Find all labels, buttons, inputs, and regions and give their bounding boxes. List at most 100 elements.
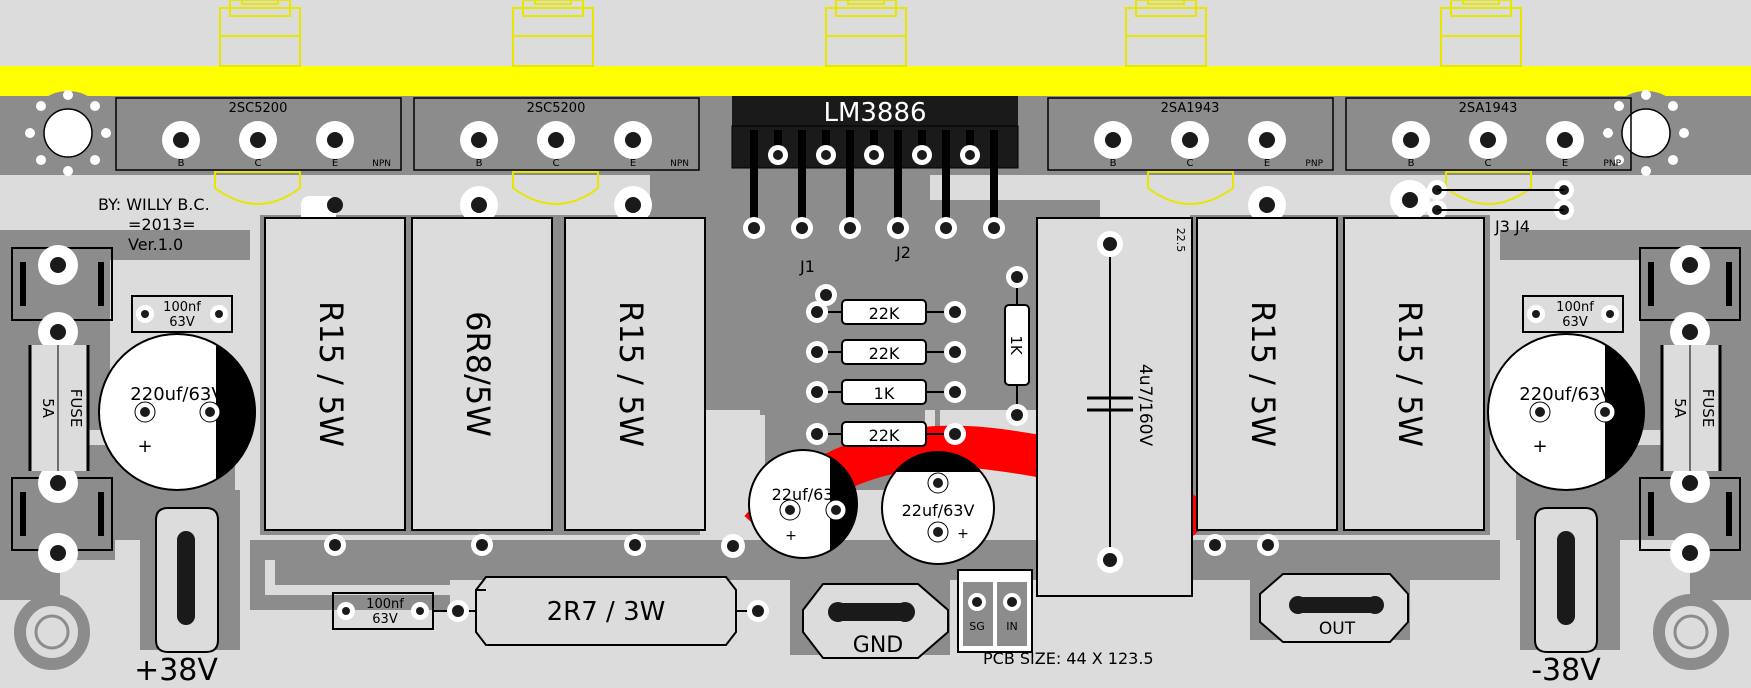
plus-sign: +: [957, 526, 969, 542]
transistor-part-label: 2SA1943: [1459, 101, 1518, 116]
ceramic-cap-left: 100nf 63V: [131, 295, 233, 333]
transistor-type-label: NPN: [372, 159, 391, 169]
out-connector: OUT: [1259, 573, 1409, 643]
j3-j4-label: J3 J4: [1494, 217, 1530, 236]
jumper-j1-j2: J1 J2: [799, 170, 930, 295]
transistor-part-label: 2SA1943: [1161, 101, 1220, 116]
gnd-label: GND: [853, 633, 903, 658]
electrolytic-cap-right: 220uf/63V +: [1487, 333, 1645, 491]
small-resistor-3: 1K: [806, 379, 966, 405]
power-terminal-negative: [1534, 507, 1598, 653]
supply-negative-label: -38V: [1531, 653, 1601, 688]
pin-c-label: C: [553, 158, 560, 169]
transistor-part-label: 2SC5200: [527, 101, 586, 116]
sg-label: SG: [969, 620, 985, 633]
j2-label: J2: [895, 243, 911, 262]
plus-sign: +: [1532, 436, 1547, 457]
fuse-label: FUSE: [1699, 389, 1717, 428]
big-resistor-value: R15 / 5W: [612, 301, 650, 447]
fuse-left: 5A FUSE: [11, 245, 113, 573]
credits-line-3: Ver.1.0: [128, 235, 183, 254]
big-resistor-4: R15 / 5W: [1196, 217, 1338, 556]
jumper-j3-j4: J3 J4: [1390, 180, 1574, 236]
big-resistor-value: R15 / 5W: [1391, 301, 1429, 447]
pin-b-label: B: [178, 158, 185, 169]
pin-e-label: E: [1562, 158, 1568, 169]
small-resistors: 22K 22K 1K 22K: [806, 284, 966, 447]
mounting-hardware-outlines: [219, 0, 1522, 67]
small-resistor-2: 22K: [806, 339, 966, 365]
vertical-resistor-value: 1K: [1007, 335, 1025, 356]
j1-label: J1: [799, 257, 815, 276]
vertical-resistor: 1K: [1004, 266, 1030, 426]
electrolytic-cap-mid-1: 22uf/63V +: [748, 449, 858, 559]
ic-pads: [743, 145, 1005, 239]
pin-b-label: B: [1408, 158, 1415, 169]
transistor-type-label: NPN: [670, 159, 689, 169]
out-label: OUT: [1319, 619, 1356, 639]
pin-e-label: E: [1264, 158, 1270, 169]
small-resistor-1: 22K: [806, 299, 966, 325]
fuse-rating: 5A: [1671, 398, 1689, 419]
transistor-part-label: 2SC5200: [229, 101, 288, 116]
cap-value: 100nf: [1556, 300, 1594, 315]
film-capacitor: 4u7/160V 22.5: [1036, 217, 1193, 597]
wide-resistor: 2R7 / 3W: [433, 576, 769, 646]
pin-e-label: E: [630, 158, 636, 169]
mounting-hole-bottom-right: [1653, 594, 1729, 670]
big-resistor-2: 6R8/5W: [411, 217, 553, 556]
mounting-hole-bottom-left: [14, 594, 90, 670]
small-resistor-value: 22K: [869, 304, 900, 323]
power-terminal-positive: [155, 507, 219, 653]
big-resistor-value: R15 / 5W: [1244, 301, 1282, 447]
transistor-4: 2SA1943 B C E PNP: [1345, 97, 1632, 171]
pin-e-label: E: [332, 158, 338, 169]
pin-b-label: B: [476, 158, 483, 169]
small-resistor-4: 22K: [806, 421, 966, 447]
fuse-label: FUSE: [67, 389, 85, 428]
small-resistor-value: 22K: [869, 426, 900, 445]
big-resistors: R15 / 5W 6R8/5W R15 / 5W R15 / 5W R15 / …: [264, 217, 1485, 556]
cap-voltage: 63V: [169, 315, 195, 330]
big-resistor-value: R15 / 5W: [312, 301, 350, 447]
ic-legs: [750, 130, 998, 228]
transistor-3: 2SA1943 B C E PNP: [1047, 97, 1334, 224]
ic-name-label: LM3886: [823, 98, 926, 128]
ceramic-cap-right: 100nf 63V: [1522, 295, 1624, 333]
small-resistor-value: 1K: [874, 384, 895, 403]
pin-b-label: B: [1110, 158, 1117, 169]
value-22-5-label: 22.5: [1174, 228, 1187, 253]
cap-voltage: 63V: [372, 612, 398, 627]
cap-value: 220uf/63V: [130, 384, 224, 405]
cap-value: 22uf/63V: [902, 501, 975, 520]
transistor-2: 2SC5200 B C E NPN: [413, 97, 700, 224]
electrolytic-cap-mid-2: 22uf/63V +: [881, 451, 995, 565]
input-connector: SG IN: [957, 569, 1033, 653]
cap-voltage: 63V: [1562, 315, 1588, 330]
mounting-hole-top-right: [1603, 90, 1689, 176]
big-resistor-3: R15 / 5W: [564, 217, 706, 556]
credits-line-2: =2013=: [128, 215, 196, 234]
big-resistor-1: R15 / 5W: [264, 217, 406, 556]
cap-value: 22uf/63V: [772, 485, 845, 504]
cap-value: 100nf: [366, 597, 404, 612]
supply-positive-label: +38V: [134, 653, 218, 688]
fuse-right: 5A FUSE: [1639, 245, 1741, 573]
heatsink-bar: [0, 66, 1751, 96]
plus-sign: +: [137, 436, 152, 457]
big-resistor-5: R15 / 5W: [1257, 217, 1485, 556]
gnd-connector: GND: [802, 583, 949, 659]
electrolytic-cap-left: 220uf/63V +: [98, 333, 256, 491]
cap-value: 100nf: [163, 300, 201, 315]
cap-value: 220uf/63V: [1519, 384, 1613, 405]
pin-c-label: C: [255, 158, 262, 169]
transistor-type-label: PNP: [1305, 159, 1323, 169]
pin-c-label: C: [1485, 158, 1492, 169]
pin-c-label: C: [1187, 158, 1194, 169]
transistor-type-label: PNP: [1603, 159, 1621, 169]
small-resistor-value: 22K: [869, 344, 900, 363]
credits: BY: WILLY B.C. =2013= Ver.1.0: [98, 195, 210, 254]
pcb-size-label: PCB SIZE: 44 X 123.5: [983, 649, 1154, 668]
fuse-rating: 5A: [39, 398, 57, 419]
